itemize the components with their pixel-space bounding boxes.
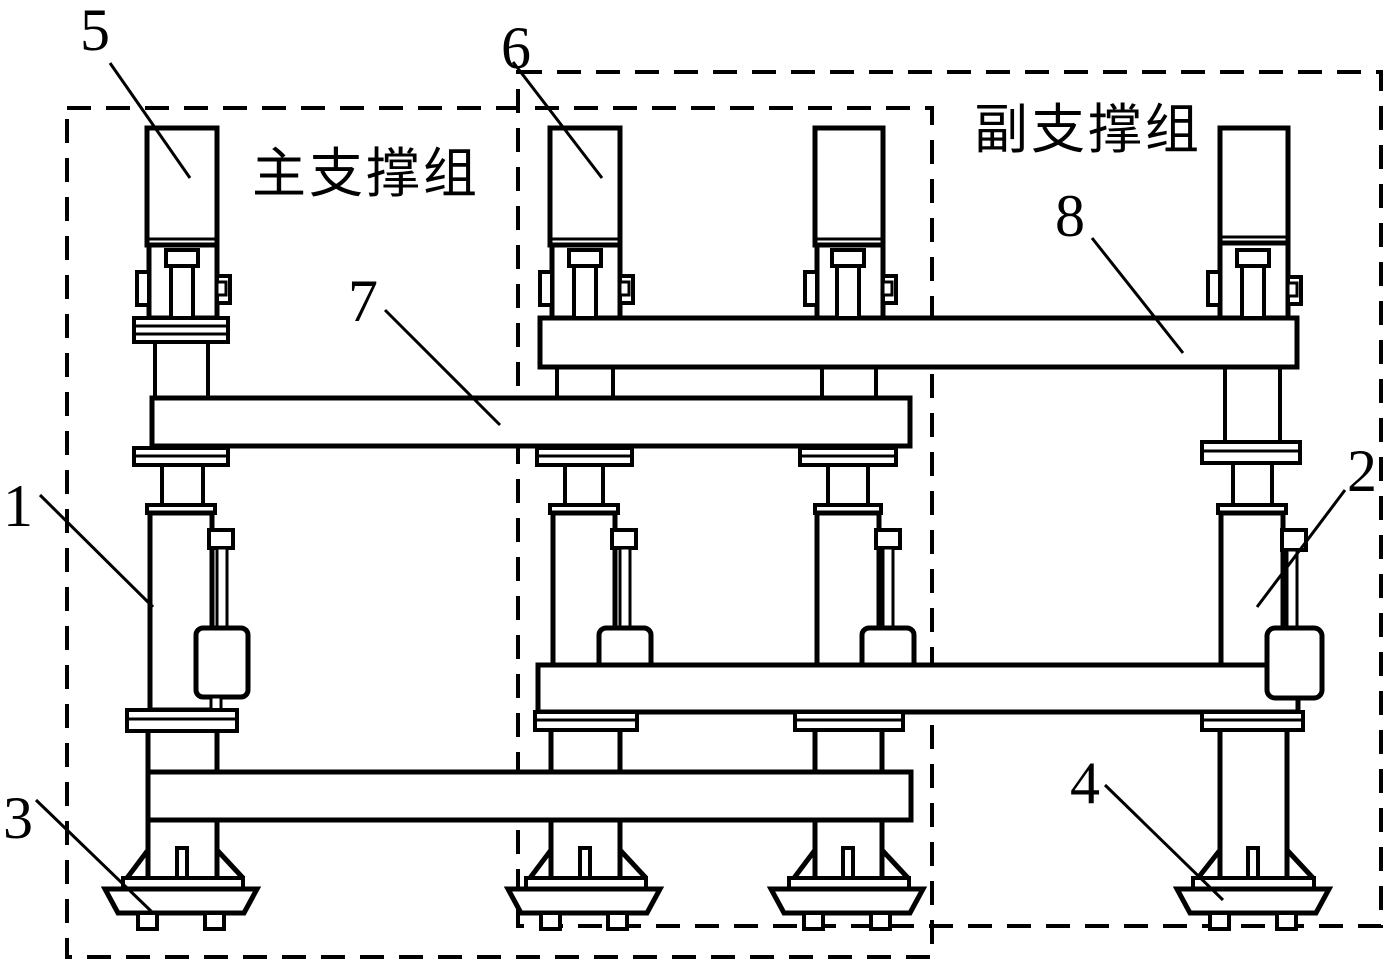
part-label-5: 5 (80, 0, 110, 63)
leader-lines (34, 61, 1347, 914)
leader-line-7 (383, 308, 502, 427)
leader-line-4 (1103, 783, 1225, 902)
upper-beam-main (149, 395, 913, 449)
cylinder-cap (812, 125, 886, 248)
cylinder-cap (144, 125, 220, 248)
lower-beam-main (145, 769, 914, 823)
cylinder-cap (547, 125, 623, 248)
clamp-ear-left (803, 270, 819, 307)
foot-pad (766, 886, 928, 916)
foot-pad (503, 886, 665, 916)
foot-leg-4 (1172, 846, 1334, 931)
aux-group-caption: 副支撑组 (974, 98, 1202, 161)
aux-support-group-boundary (516, 70, 1383, 928)
leader-line-5 (108, 62, 192, 179)
leader-line-2 (1255, 489, 1347, 608)
leader-line-6 (511, 61, 604, 179)
support-leg-1-upper (132, 125, 232, 398)
clamp-ear-left (135, 270, 151, 307)
foot-leg-2 (503, 846, 665, 931)
leader-line-3 (34, 798, 154, 914)
clamp-ear-left (538, 270, 554, 307)
jack-leg-1 (125, 446, 251, 733)
part-label-8: 8 (1055, 183, 1085, 249)
part-label-2: 2 (1347, 438, 1377, 504)
cylinder-cap (1217, 125, 1291, 246)
foot-leg-1 (100, 846, 262, 931)
lower-beam-aux (535, 662, 1301, 715)
support-leg-4-upper (1200, 125, 1303, 465)
foot-pad (100, 886, 262, 916)
pump-body (193, 625, 251, 700)
flange-plate (132, 316, 230, 344)
part-label-6: 6 (501, 15, 531, 81)
pump-body (1264, 625, 1325, 701)
foot-pad (1172, 886, 1334, 916)
part-label-7: 7 (348, 268, 378, 334)
clamp-ear-left (1206, 270, 1222, 307)
leader-line-8 (1090, 237, 1185, 354)
part-label-1: 1 (3, 473, 33, 539)
support-leg-3-upper (803, 125, 898, 398)
support-leg-2-upper (538, 125, 635, 398)
main-support-group-boundary (65, 106, 934, 959)
part-label-3: 3 (3, 785, 33, 851)
main-group-caption: 主支撑组 (252, 142, 480, 205)
foot-leg-3 (766, 846, 928, 931)
leader-line-1 (38, 493, 155, 609)
part-label-4: 4 (1070, 750, 1100, 816)
upper-beam-aux (537, 315, 1300, 370)
